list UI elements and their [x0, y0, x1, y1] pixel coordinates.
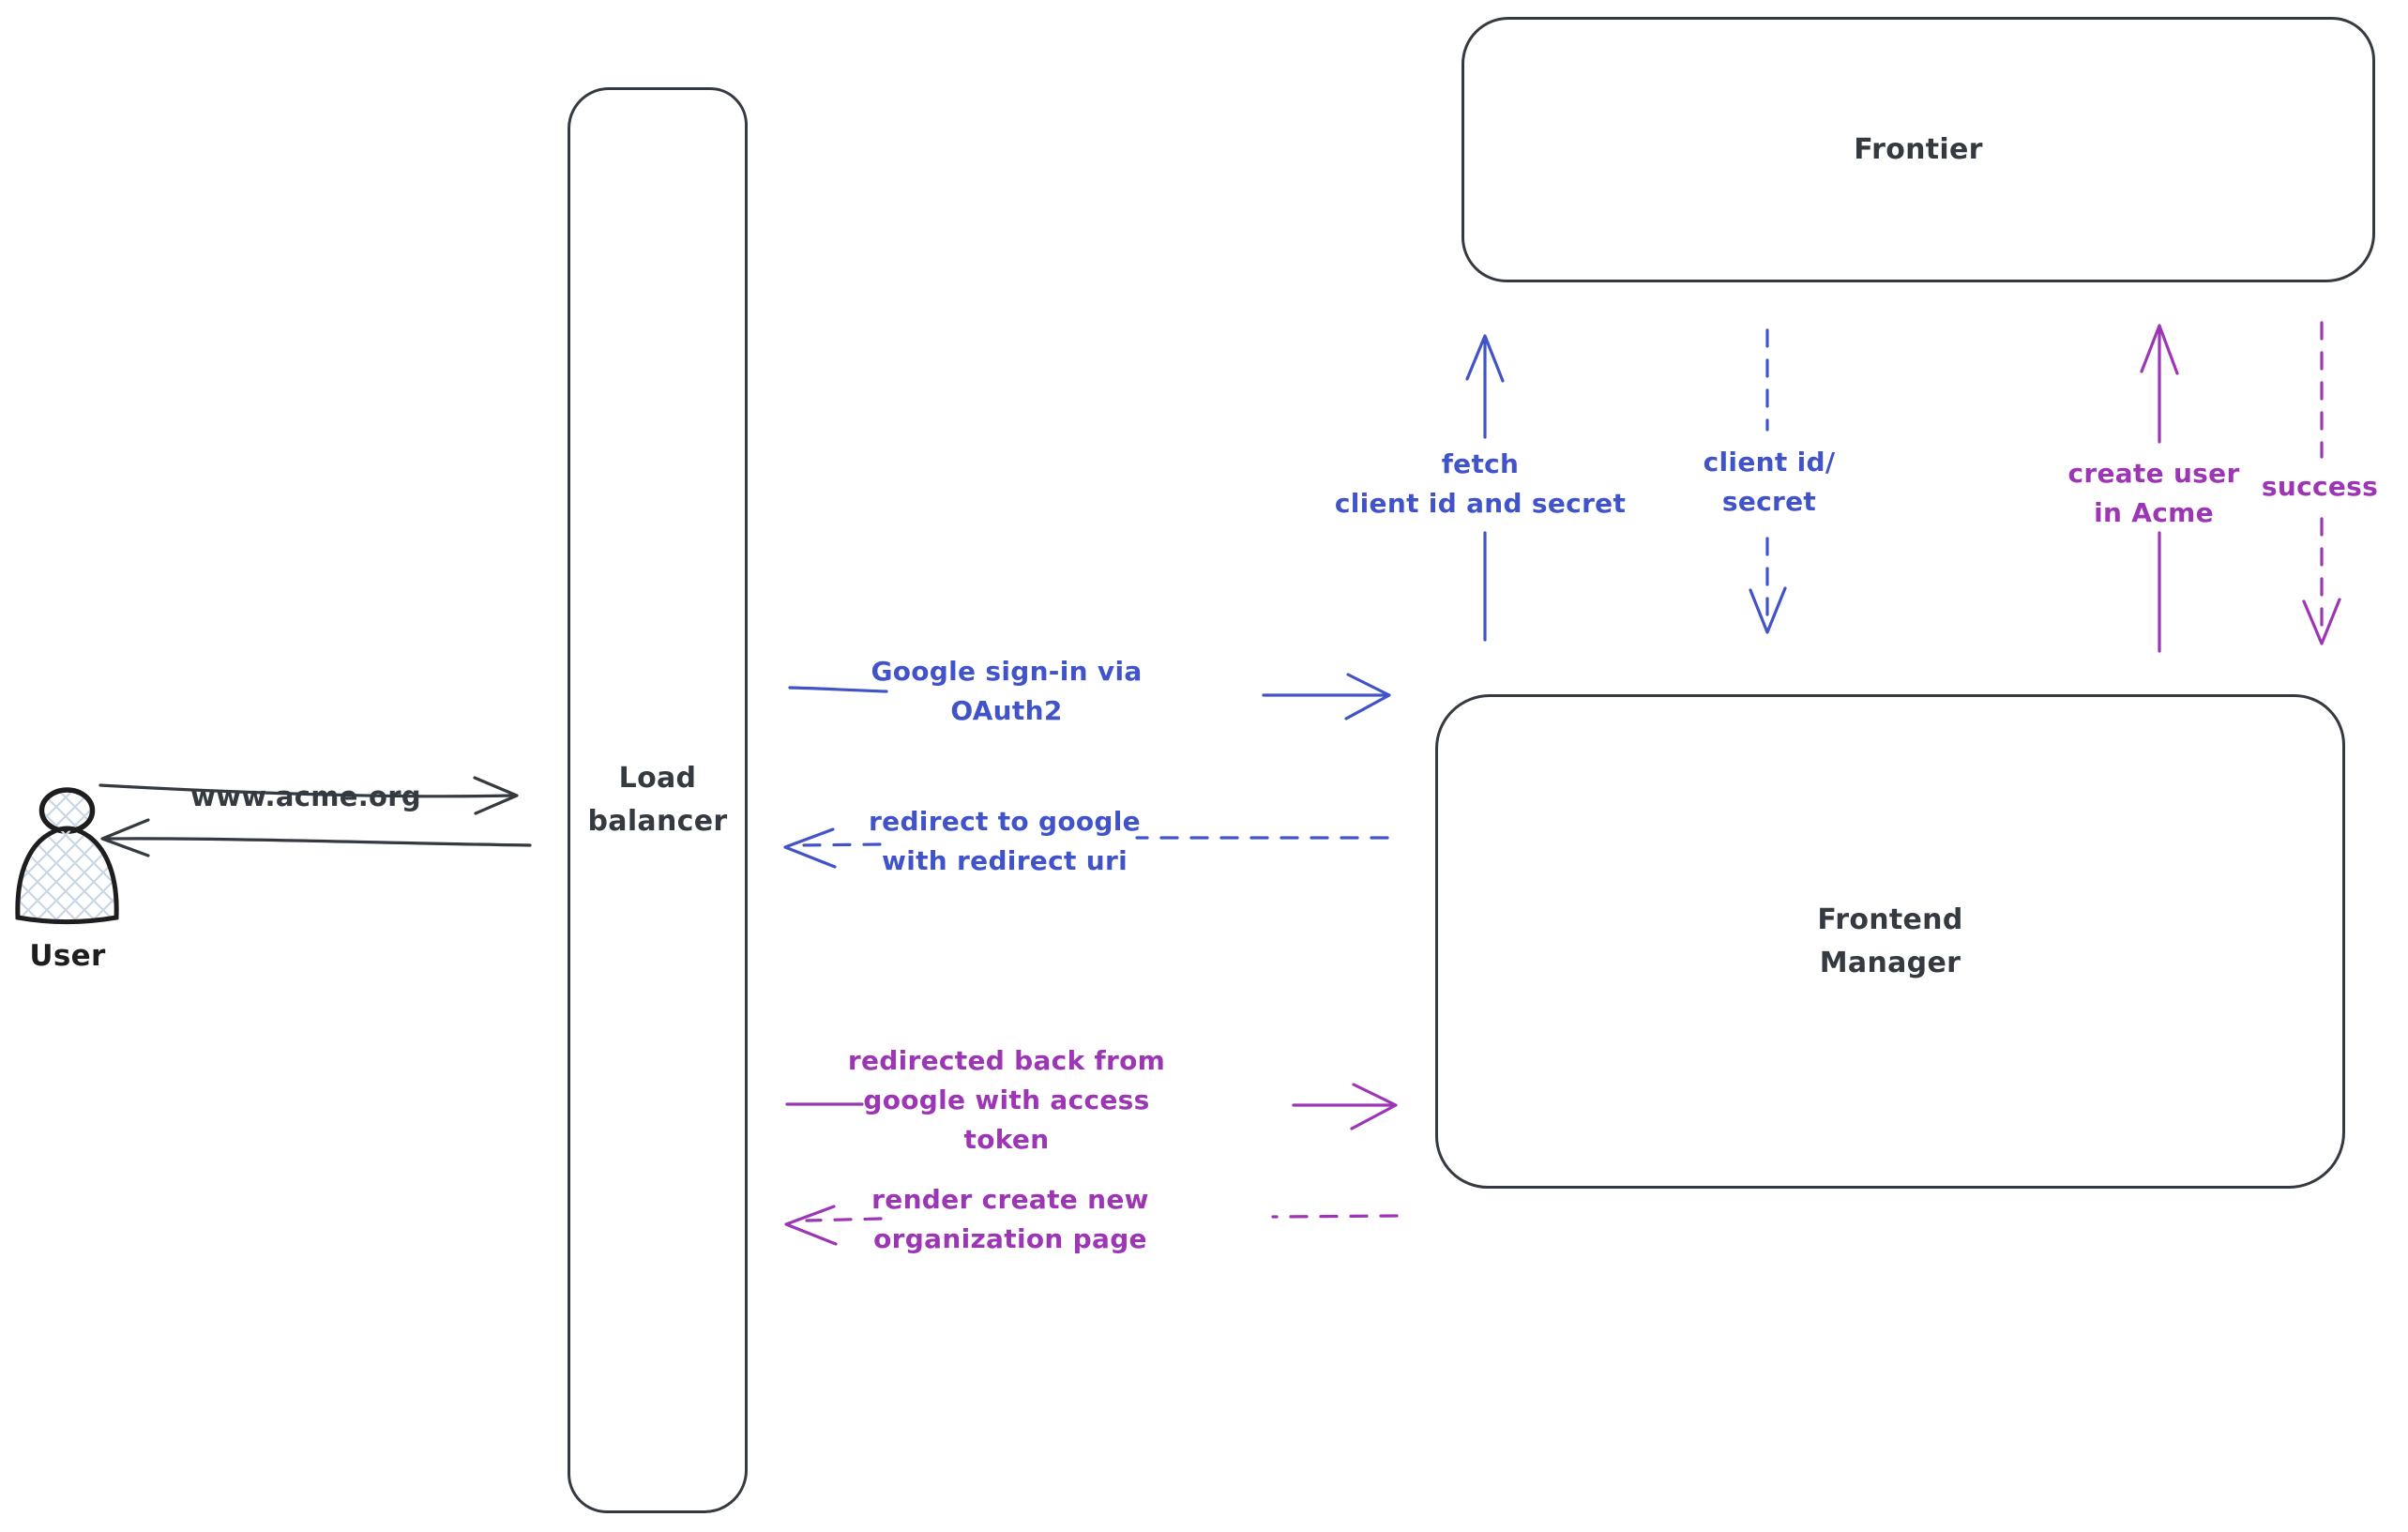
edge-render-org-page-arrowhead: [784, 1205, 838, 1246]
edge-user-to-lb-line: [98, 783, 513, 798]
edge-google-signin: [788, 673, 1391, 720]
edge-lb-to-user: [100, 818, 532, 857]
edge-create-user-arrowhead: [2140, 324, 2179, 375]
node-frontier: Frontier: [1461, 17, 2375, 282]
edge-label-client-id-secret: client id/ secret: [1703, 447, 1836, 517]
edge-label-redirected-back: redirected back from google with access …: [847, 1045, 1166, 1155]
edge-google-signin-line: [788, 686, 1386, 697]
node-load-balancer: Load balancer: [568, 87, 748, 1513]
edge-label-render-org-page: render create new organization page: [871, 1184, 1149, 1254]
edge-success-arrowhead: [2302, 598, 2341, 645]
node-load-balancer-label: Load balancer: [587, 762, 728, 838]
edge-render-org-page: [784, 1205, 1399, 1246]
edge-fetch-client-id: [1465, 334, 1505, 642]
node-frontier-label: Frontier: [1854, 132, 1983, 166]
edge-success: [2302, 321, 2341, 645]
edge-redirect-to-google-line: [798, 836, 1389, 847]
node-frontend-manager: Frontend Manager: [1435, 694, 2345, 1189]
edge-label-google-signin: Google sign-in via OAuth2: [871, 656, 1143, 726]
node-user-label: User: [29, 939, 106, 973]
edge-label-redirect-to-google: redirect to google with redirect uri: [869, 806, 1141, 876]
edge-label-create-user: create user in Acme: [2067, 458, 2240, 528]
node-frontend-manager-label: Frontend Manager: [1817, 903, 1963, 979]
edge-lb-to-user-arrowhead: [100, 818, 150, 857]
edge-redirected-back-line: [785, 1102, 1393, 1107]
edge-create-user: [2140, 324, 2179, 653]
edge-redirect-to-google: [783, 827, 1389, 869]
edge-redirected-back-arrowhead: [1350, 1083, 1398, 1130]
edge-client-id-secret-arrowhead: [1749, 586, 1787, 634]
person-body: [15, 826, 119, 924]
edge-render-org-page-line: [805, 1214, 1399, 1222]
edge-fetch-client-id-arrowhead: [1465, 334, 1505, 383]
edge-redirected-back: [785, 1083, 1398, 1130]
edge-google-signin-arrowhead: [1344, 673, 1391, 720]
person-icon: [15, 787, 119, 924]
edge-label-fetch-client-id: fetch client id and secret: [1334, 448, 1627, 519]
edge-label-user-to-lb: www.acme.org: [190, 781, 421, 812]
edge-lb-to-user-line: [105, 837, 532, 847]
edge-client-id-secret: [1749, 328, 1787, 634]
edge-redirect-to-google-arrowhead: [783, 827, 837, 869]
person-head: [38, 787, 96, 834]
edge-user-to-lb: [98, 776, 519, 815]
edge-user-to-lb-arrowhead: [473, 776, 519, 815]
edge-label-success: success: [2261, 471, 2379, 502]
